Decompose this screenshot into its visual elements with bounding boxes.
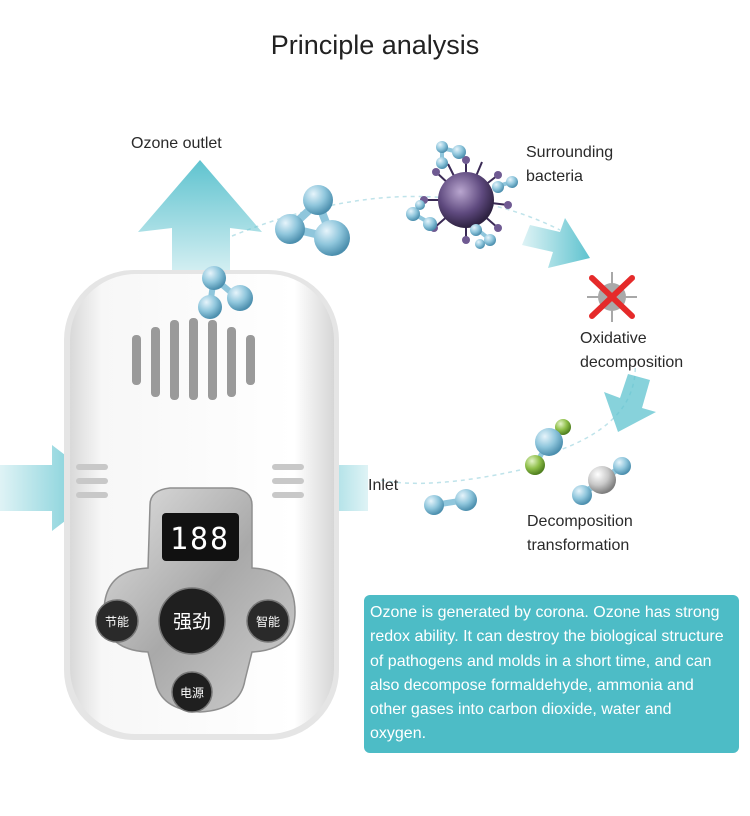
side-vents [76,464,304,498]
smart-button-label: 智能 [256,614,280,629]
inlet-oxygen-molecule [424,489,477,515]
decomposition-label-line1: Decomposition [527,513,633,530]
ozone-molecule-outlet [198,266,253,319]
red-cross-icon [589,275,635,319]
description-box: Ozone is generated by corona. Ozone has … [364,595,739,753]
strong-button-label: 强劲 [173,611,211,633]
ozone-molecules-around-bacteria [406,141,518,249]
flow-path-bottom [379,469,521,485]
top-vent [132,318,255,400]
flow-arrow-to-decomposition-icon [522,218,590,268]
device-display: 188 [170,522,230,557]
description-text: Ozone is generated by corona. Ozone has … [370,604,724,743]
oxidative-label-line1: Oxidative [580,330,647,347]
ozone-outlet-arrow-icon [138,160,262,275]
energy-saving-button[interactable]: 节能 [95,599,139,643]
oxidative-label-line2: decomposition [580,354,684,371]
ozone-device [64,270,339,740]
inlet-arrow-left-icon [0,445,108,531]
strong-button[interactable]: 强劲 [158,587,226,655]
surrounding-bacteria-label-line1: Surrounding [526,144,614,161]
flow-arrow-to-transformation-icon [604,374,656,432]
inlet-label: Inlet [368,477,399,494]
page-title: Principle analysis [270,30,480,60]
smart-button[interactable]: 智能 [246,599,290,643]
ozone-outlet-label: Ozone outlet [131,135,222,152]
energy-saving-button-label: 节能 [105,615,129,629]
surrounding-bacteria-label-line2: bacteria [526,168,583,185]
power-button[interactable]: 电源 [171,671,213,713]
decomposition-label-line2: transformation [527,537,630,554]
power-button-label: 电源 [180,686,204,700]
ozone-molecule-large [275,185,350,256]
bacteria-icon [420,156,512,244]
decomposition-molecules [525,419,631,505]
